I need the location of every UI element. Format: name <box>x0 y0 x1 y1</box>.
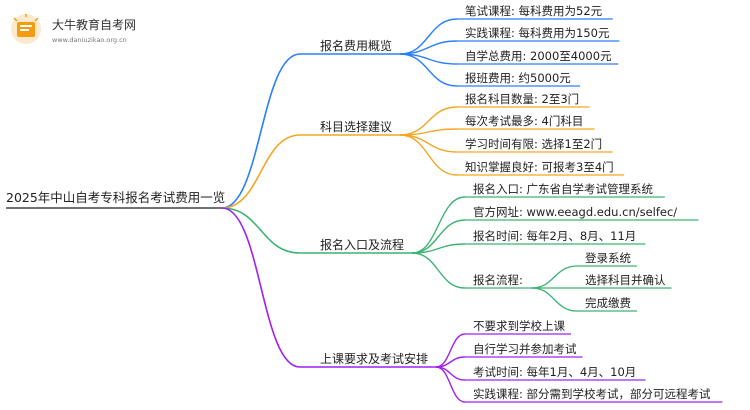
leaf-topic: 报名流程: <box>473 273 523 287</box>
branch-to-leaf-line <box>435 366 466 403</box>
subleaf-topic: 登录系统 <box>585 251 631 265</box>
site-logo: 大牛教育自考网 www.daniuzikao.org.cn <box>8 12 208 52</box>
branch-topic: 报名费用概览 <box>320 38 392 53</box>
leaf-topic: 实践课程: 每科费用为150元 <box>465 26 610 40</box>
leaf-topic: 笔试课程: 每科费用为52元 <box>465 4 603 18</box>
logo-title: 大牛教育自考网 <box>52 18 137 32</box>
branch-to-leaf-line <box>399 53 458 87</box>
root-to-branch-line <box>221 134 301 209</box>
branch-topic: 上课要求及考试安排 <box>320 351 428 366</box>
branch-to-leaf-line <box>399 134 458 176</box>
leaf-topic: 报名入口: 广东省自学考试管理系统 <box>473 182 654 196</box>
leaf-topic: 官方网址: www.eeagd.edu.cn/selfec/ <box>473 205 677 219</box>
leaf-topic: 考试时间: 每年1月、4月、10月 <box>473 365 636 379</box>
branch-to-leaf-line <box>411 252 466 289</box>
root-to-branch-line <box>221 53 301 209</box>
subleaf-topic: 选择科目并确认 <box>585 273 666 287</box>
subleaf-topic: 完成缴费 <box>585 296 631 310</box>
branch-to-leaf-line <box>399 18 458 55</box>
leaf-topic: 学习时间有限: 选择1至2门 <box>465 137 602 151</box>
leaf-topic: 报名科目数量: 2至3门 <box>465 92 579 106</box>
leaf-topic: 自行学习并参加考试 <box>473 342 577 356</box>
leaf-topic: 自学总费用: 2000至4000元 <box>465 49 612 63</box>
book-logo-icon <box>11 14 41 44</box>
branch-to-leaf-line <box>399 106 458 136</box>
leaf-topic: 每次考试最多: 4门科目 <box>465 114 583 128</box>
logo-url: www.daniuzikao.org.cn <box>52 36 127 44</box>
root-to-branch-line <box>221 207 301 368</box>
leaf-topic: 知识掌握良好: 可报考3至4门 <box>465 160 614 174</box>
leaf-topic: 实践课程: 部分需到学校考试，部分可远程考试 <box>473 387 711 401</box>
leaf-topic: 不要求到学校上课 <box>473 319 565 333</box>
root-to-branch-line <box>221 207 301 254</box>
leaf-topic: 报班费用: 约5000元 <box>465 71 571 85</box>
leaf-to-subleaf-line <box>531 265 578 289</box>
leaf-to-subleaf-line <box>531 287 578 312</box>
branch-topic: 科目选择建议 <box>320 120 392 134</box>
root-topic: 2025年中山自考专科报名考试费用一览 <box>6 190 225 205</box>
branch-to-leaf-line <box>411 196 466 254</box>
branch-topic: 报名入口及流程 <box>320 237 404 252</box>
branch-to-leaf-line <box>399 134 458 153</box>
branch-to-leaf-line <box>411 243 466 254</box>
branch-to-leaf-line <box>399 128 458 136</box>
leaf-topic: 报名时间: 每年2月、8月、11月 <box>473 229 636 243</box>
